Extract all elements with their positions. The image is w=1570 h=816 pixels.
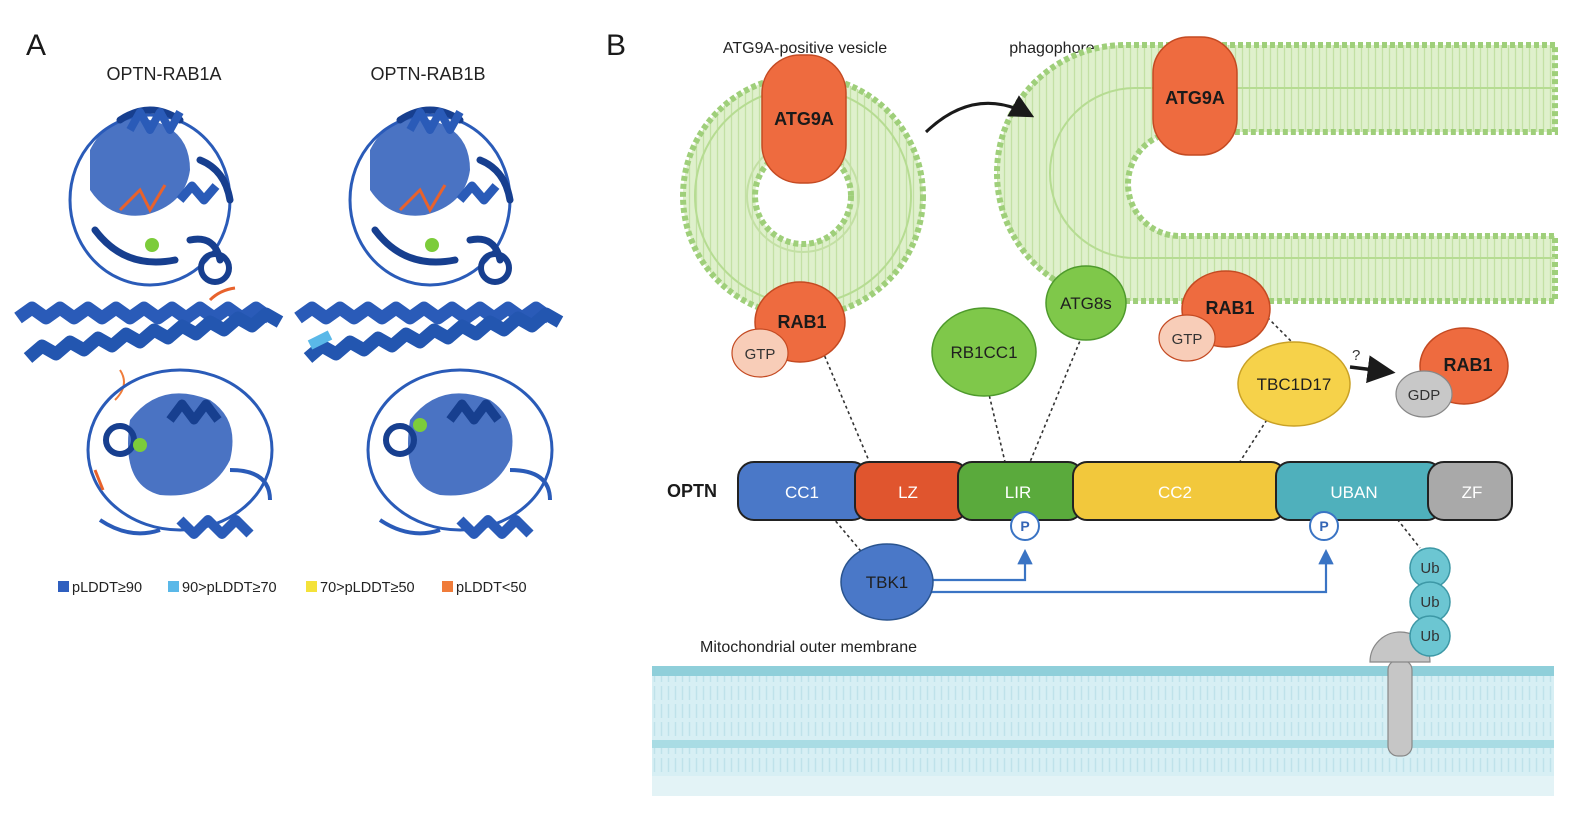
panel-b-label: B xyxy=(606,29,626,62)
optn-label: OPTN xyxy=(667,481,717,501)
phospho-site-uban: P xyxy=(1309,511,1339,541)
phagophore-membrane xyxy=(994,42,1558,304)
domain-lz-label: LZ xyxy=(898,483,918,502)
gdp-label: GDP xyxy=(1408,387,1441,404)
domain-zf xyxy=(1427,461,1513,521)
legend-swatch-4 xyxy=(442,581,453,592)
interaction-rab1-lz xyxy=(819,344,873,469)
legend-swatch-1 xyxy=(58,581,69,592)
atg9a-vesicle-label: ATG9A xyxy=(774,109,834,129)
rab1-right-label: RAB1 xyxy=(1205,298,1254,318)
panel-a-label: A xyxy=(26,29,46,62)
model-title-rab1b: OPTN-RAB1B xyxy=(370,64,485,84)
model-title-rab1a: OPTN-RAB1A xyxy=(106,64,221,84)
atg8s-protein: ATG8s xyxy=(1045,265,1127,341)
legend-swatch-2 xyxy=(168,581,179,592)
vesicle-caption: ATG9A-positive vesicle xyxy=(723,40,887,57)
phospho-site-lir: P xyxy=(1010,511,1040,541)
tbk1-label: TBK1 xyxy=(866,573,909,592)
rab1-gdp-protein: RAB1 GDP xyxy=(1395,327,1509,418)
domain-cc2-label: CC2 xyxy=(1158,483,1192,502)
atg9a-phagophore-label: ATG9A xyxy=(1165,88,1225,108)
rb1cc1-label: RB1CC1 xyxy=(950,343,1017,362)
interaction-rb1cc1-lir xyxy=(987,389,1006,463)
rab1-left-protein: RAB1 GTP xyxy=(731,281,846,378)
rab1-right-protein: RAB1 GTP xyxy=(1158,270,1271,362)
ub-label-2: Ub xyxy=(1420,594,1439,611)
atg9a-phagophore-protein: ATG9A xyxy=(1152,36,1238,156)
atg8s-label: ATG8s xyxy=(1060,294,1112,313)
ub-label-1: Ub xyxy=(1420,560,1439,577)
domain-uban-label: UBAN xyxy=(1330,483,1377,502)
gtp-left-label: GTP xyxy=(745,346,776,363)
rab1-left-label: RAB1 xyxy=(777,312,826,332)
legend-label-3: 70>pLDDT≥50 xyxy=(320,580,415,596)
domain-zf-label: ZF xyxy=(1462,483,1483,502)
optn-domain-bar: CC1 LZ LIR CC2 UBAN ZF xyxy=(737,461,1513,521)
tbk1-arrow-lir xyxy=(930,548,1033,582)
domain-cc1-label: CC1 xyxy=(785,483,819,502)
transition-arrow xyxy=(924,95,1035,134)
atg9a-vesicle-protein: ATG9A xyxy=(761,54,847,184)
rab1-gdp-label: RAB1 xyxy=(1443,355,1492,375)
legend-label-1: pLDDT≥90 xyxy=(72,580,142,596)
panel-b: B ATG9A-positive vesicle phagophore ATG9… xyxy=(606,29,1558,796)
phospho-lir-label: P xyxy=(1020,518,1029,534)
domain-lir-label: LIR xyxy=(1005,483,1031,502)
legend-swatch-3 xyxy=(306,581,317,592)
interaction-atg8s-lir xyxy=(1029,335,1083,463)
ub-label-3: Ub xyxy=(1420,628,1439,645)
rb1cc1-protein: RB1CC1 xyxy=(931,307,1037,397)
mito-membrane-caption: Mitochondrial outer membrane xyxy=(700,639,917,656)
legend-label-4: pLDDT<50 xyxy=(456,580,527,596)
tbc1d17-protein: TBC1D17 xyxy=(1237,341,1351,427)
plddt-legend: pLDDT≥90 90>pLDDT≥70 70>pLDDT≥50 pLDDT<5… xyxy=(58,580,527,596)
gap-arrow xyxy=(1349,355,1396,384)
mitochondrial-membrane xyxy=(652,666,1554,796)
interaction-rab1-tbc1d17 xyxy=(1267,317,1296,346)
panel-a: A OPTN-RAB1A OPTN-RAB1B xyxy=(14,29,564,596)
gap-question: ? xyxy=(1352,347,1360,364)
structure-model-rab1a xyxy=(14,106,284,539)
ubiquitin-chain: Ub Ub Ub xyxy=(1409,547,1451,657)
gtp-right-label: GTP xyxy=(1172,331,1203,348)
phospho-uban-label: P xyxy=(1319,518,1328,534)
tbk1-protein: TBK1 xyxy=(840,543,934,621)
tbk1-arrow-uban xyxy=(930,548,1334,594)
structure-model-rab1b xyxy=(294,106,564,539)
tbc1d17-label: TBC1D17 xyxy=(1257,375,1332,394)
legend-label-2: 90>pLDDT≥70 xyxy=(182,580,277,596)
